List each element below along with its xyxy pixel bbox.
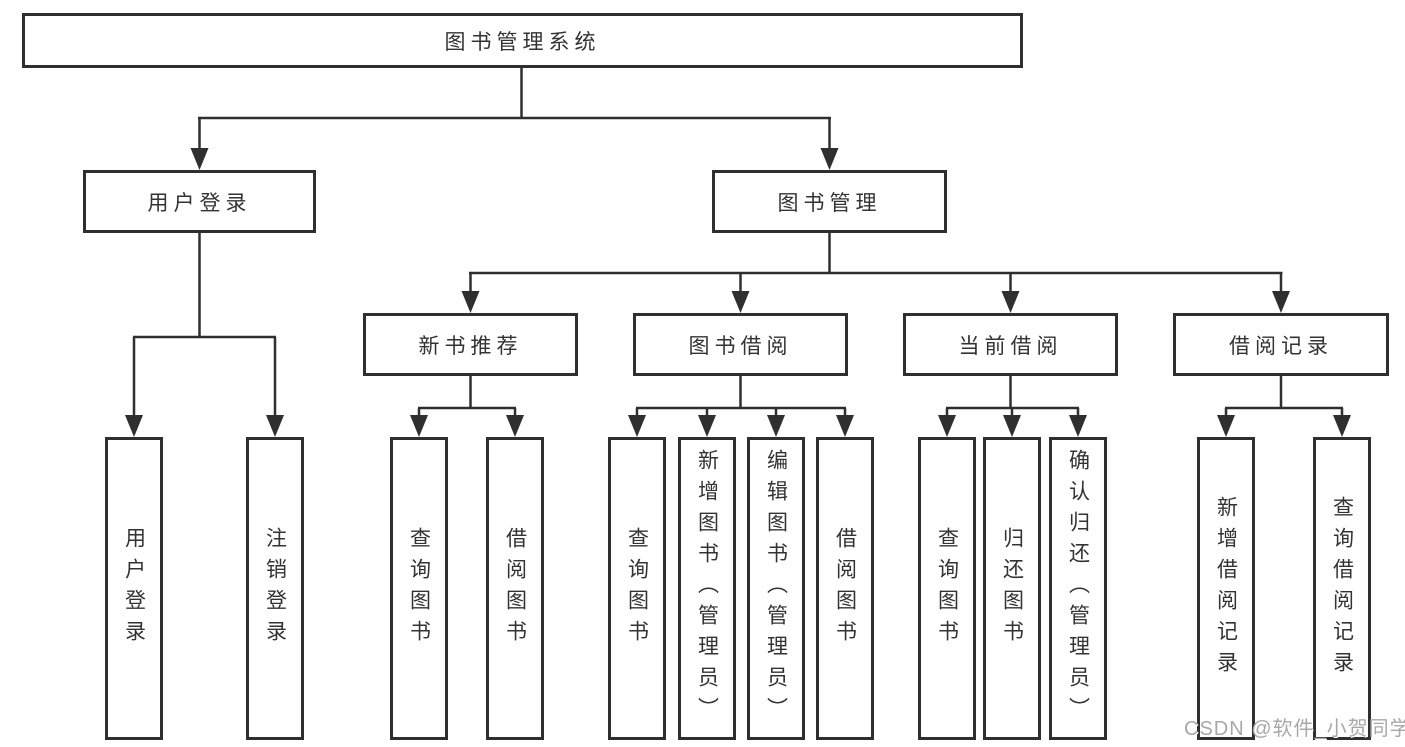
node-book-management: 图书管理 [712,170,947,233]
leaf-query-books-borrowing: 查询图书 [608,437,666,740]
node-borrowing-records: 借阅记录 [1173,313,1389,376]
node-current-borrowing: 当前借阅 [903,313,1118,376]
leaf-add-book-admin: 新增图书（管理员） [678,437,736,740]
leaf-borrow-books-recommend: 借阅图书 [486,437,544,740]
node-new-book-recommend: 新书推荐 [363,313,578,376]
node-library-management-system: 图书管理系统 [22,13,1023,68]
csdn-watermark: CSDN @软件_小贺同学 [1184,718,1405,740]
leaf-return-book: 归还图书 [983,437,1041,740]
leaf-user-login: 用户登录 [105,437,163,740]
arrowhead-icons [125,148,1351,437]
leaf-logout: 注销登录 [246,437,304,740]
leaf-query-borrow-record: 查询借阅记录 [1313,437,1371,740]
leaf-query-books-current: 查询图书 [918,437,976,740]
leaf-edit-book-admin: 编辑图书（管理员） [747,437,805,740]
leaf-add-borrow-record: 新增借阅记录 [1197,437,1255,740]
node-user-login: 用户登录 [83,170,316,233]
node-book-borrowing: 图书借阅 [633,313,848,376]
leaf-query-books-recommend: 查询图书 [390,437,448,740]
leaf-confirm-return-admin: 确认归还（管理员） [1049,437,1107,740]
leaf-borrow-books-borrowing: 借阅图书 [816,437,874,740]
